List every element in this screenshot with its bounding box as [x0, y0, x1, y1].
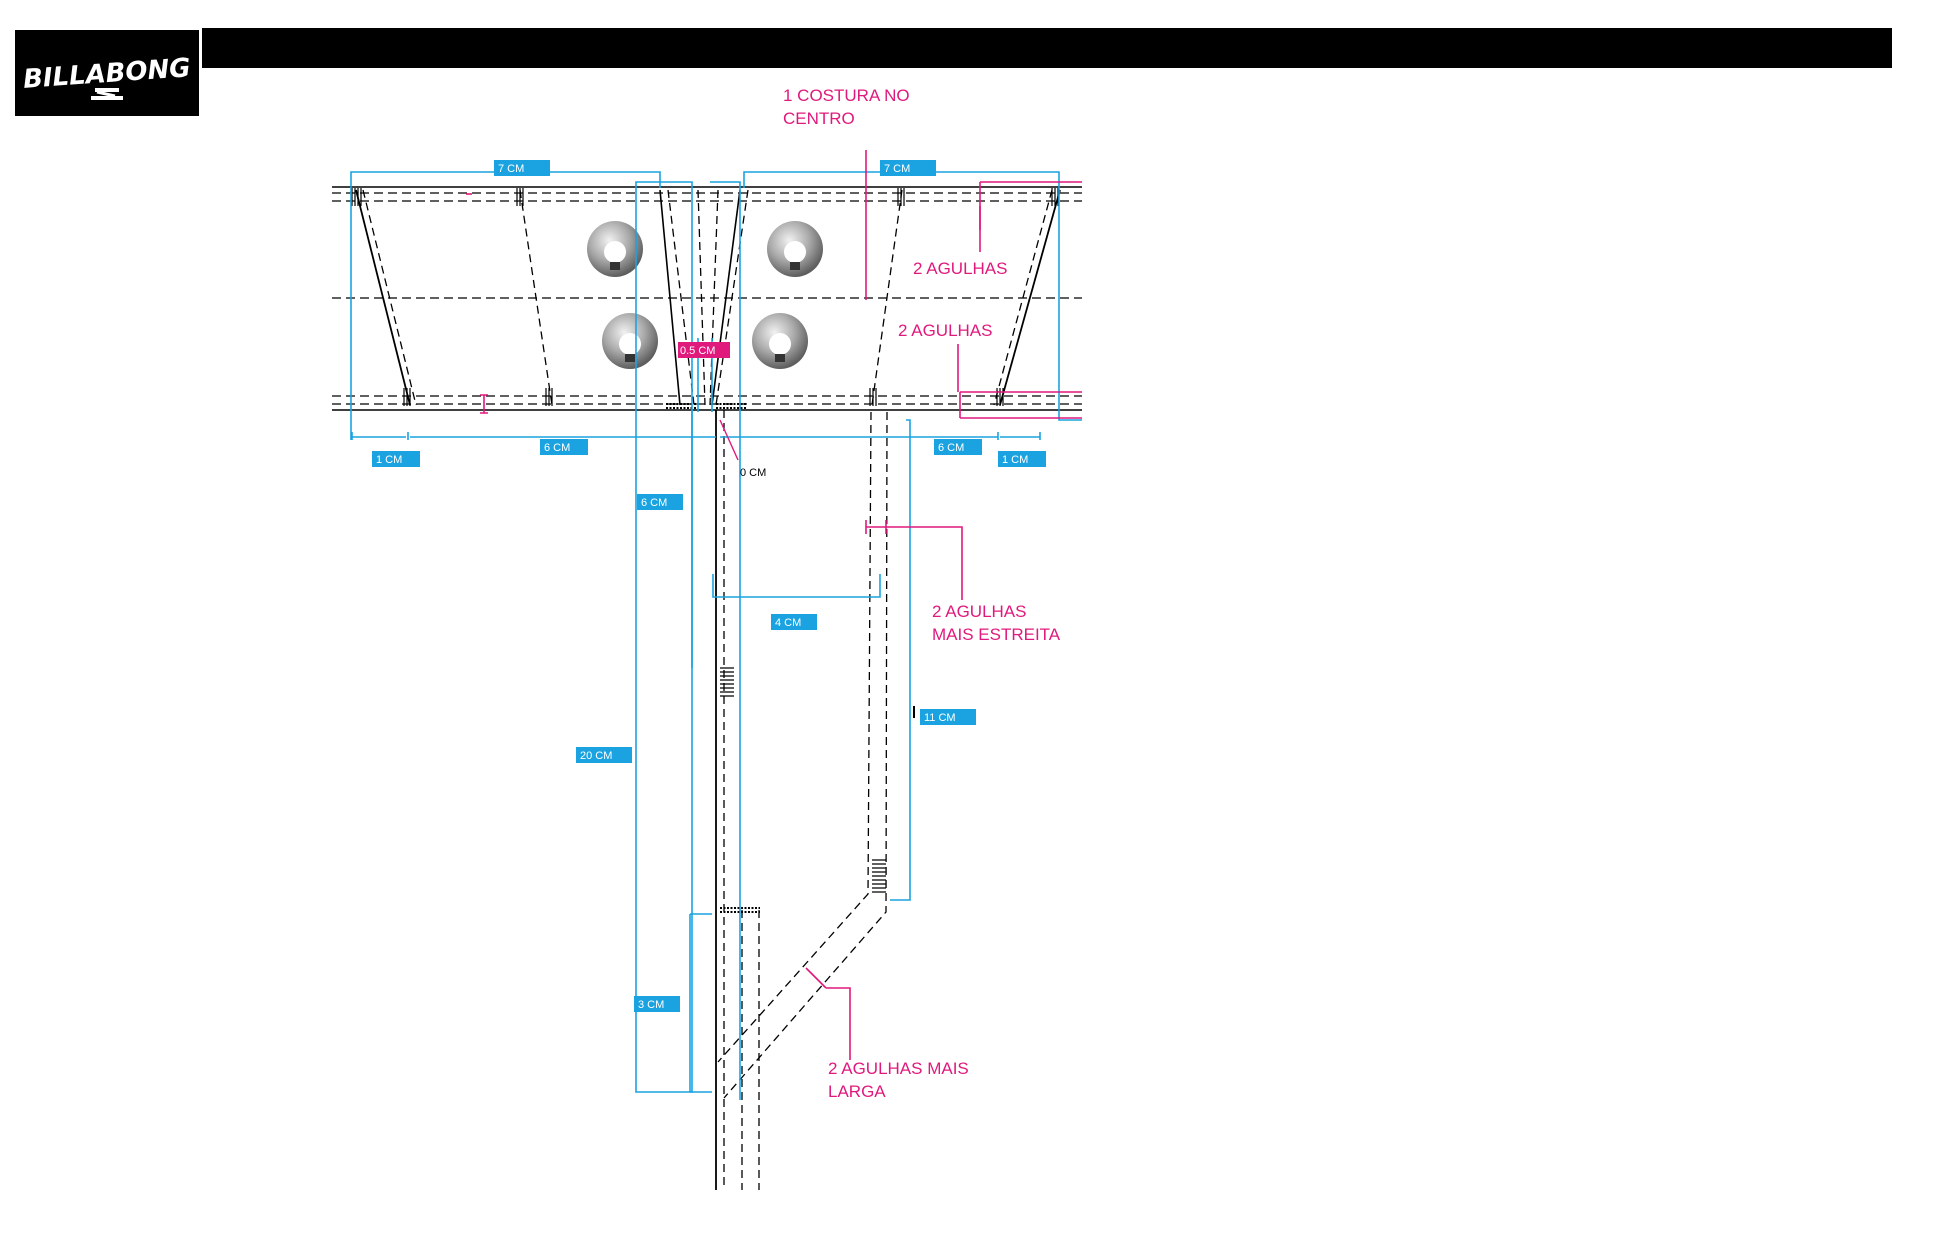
- rivet-bottom-right: [752, 313, 808, 369]
- annotation-center-seam-1: 1 COSTURA NO: [783, 86, 910, 105]
- bartack-bottom-left-2: [545, 388, 553, 406]
- annotation-two-needles-narrow-1: 2 AGULHAS: [932, 602, 1027, 621]
- annotation-two-needles-wide-1: 2 AGULHAS MAIS: [828, 1059, 969, 1078]
- belt-loop-left: [355, 189, 417, 406]
- svg-text:20 CM: 20 CM: [580, 750, 612, 762]
- dart-right: [871, 189, 903, 406]
- brand-logo: BILLABONG: [15, 30, 199, 116]
- rivet-bottom-left: [602, 313, 658, 369]
- bartack-top-left-1: [351, 188, 362, 206]
- pink-box-bottom-right: [959, 391, 1082, 419]
- dim-3cm: [689, 913, 712, 1093]
- bartack-bottom-left-1: [403, 388, 411, 406]
- header-bar: [202, 28, 1892, 68]
- leader-small-left: [480, 394, 488, 414]
- annotations: 1 COSTURA NO CENTRO 2 AGULHAS 2 AGULHAS …: [783, 86, 1061, 1101]
- svg-text:1 CM: 1 CM: [376, 454, 402, 466]
- bartack-bottom-right-2: [996, 388, 1004, 406]
- bartack-top-right-2: [1051, 188, 1059, 206]
- svg-text:6 CM: 6 CM: [641, 497, 667, 509]
- bartack-bottom-right-1: [869, 388, 877, 406]
- leader-two-needles-wide: [805, 967, 851, 1060]
- dim-4cm: [712, 574, 881, 598]
- fly: [715, 410, 888, 1190]
- label-fly-6: 6 CM: [637, 494, 683, 510]
- dimensions: [350, 171, 1082, 1100]
- annotation-two-needles-top: 2 AGULHAS: [913, 259, 1008, 278]
- bartack-fly-top: [720, 667, 734, 697]
- bartack-top-right-1: [897, 188, 905, 206]
- svg-text:0.5 CM: 0.5 CM: [680, 345, 715, 357]
- label-bottom-right-1: 1 CM: [998, 451, 1046, 467]
- label-top-left: 7 CM: [494, 160, 550, 176]
- waistband: [332, 186, 1082, 411]
- dim-bottom-left: [351, 432, 716, 440]
- annotation-two-needles-narrow-2: MAIS ESTREITA: [932, 625, 1061, 644]
- annotation-two-needles-wide-2: LARGA: [828, 1082, 886, 1101]
- svg-text:6 CM: 6 CM: [544, 442, 570, 454]
- label-center-zero: 0 CM: [740, 467, 766, 479]
- rivet-top-left: [587, 221, 643, 277]
- label-fly-3: 3 CM: [634, 996, 680, 1012]
- svg-text:7 CM: 7 CM: [884, 163, 910, 175]
- annotation-center-seam-2: CENTRO: [783, 109, 855, 128]
- label-fly-11: 11 CM: [920, 709, 976, 725]
- dim-11cm: [890, 419, 911, 901]
- svg-text:11 CM: 11 CM: [924, 712, 956, 724]
- leader-two-needles-narrow: [866, 526, 963, 600]
- dim-top-right: [743, 171, 1082, 421]
- label-bottom-left-1: 1 CM: [372, 451, 420, 467]
- bartack-fly-right: [872, 859, 886, 893]
- billabong-logo-icon: BILLABONG: [22, 53, 192, 100]
- center-front-right: [709, 189, 749, 406]
- leader-narrow-ticks: [865, 520, 887, 534]
- label-bottom-right-6: 6 CM: [934, 439, 982, 455]
- bartacks: [351, 188, 1059, 913]
- svg-text:4 CM: 4 CM: [775, 617, 801, 629]
- dim-left-fly: [710, 181, 741, 1100]
- dart-left: [519, 189, 553, 406]
- zero-cm-pointer: [719, 419, 739, 461]
- label-top-right: 7 CM: [880, 160, 936, 176]
- bartack-center: [666, 403, 746, 409]
- svg-text:7 CM: 7 CM: [498, 163, 524, 175]
- dim-bottom-right: [720, 432, 1041, 440]
- dim-top-left: [350, 171, 661, 440]
- center-front-left: [659, 189, 706, 406]
- svg-text:6 CM: 6 CM: [938, 442, 964, 454]
- label-fly-4: 4 CM: [771, 614, 817, 630]
- measurement-labels: 7 CM 7 CM 0.5 CM 1 CM 6 CM 6 CM 1 CM 6: [372, 160, 1046, 1012]
- bartack-fly-bottom: [720, 907, 760, 913]
- label-bottom-left-6: 6 CM: [540, 439, 588, 455]
- rivet-top-right: [767, 221, 823, 277]
- svg-text:3 CM: 3 CM: [638, 999, 664, 1011]
- annotation-leaders: [466, 150, 981, 1060]
- pink-box-top-right: [979, 181, 1082, 230]
- belt-loop-right: [993, 189, 1061, 406]
- label-fly-20: 20 CM: [576, 747, 632, 763]
- label-center-gap: 0.5 CM: [678, 342, 730, 358]
- bartack-top-left-2: [516, 188, 524, 206]
- annotation-two-needles-mid: 2 AGULHAS: [898, 321, 993, 340]
- svg-text:1 CM: 1 CM: [1002, 454, 1028, 466]
